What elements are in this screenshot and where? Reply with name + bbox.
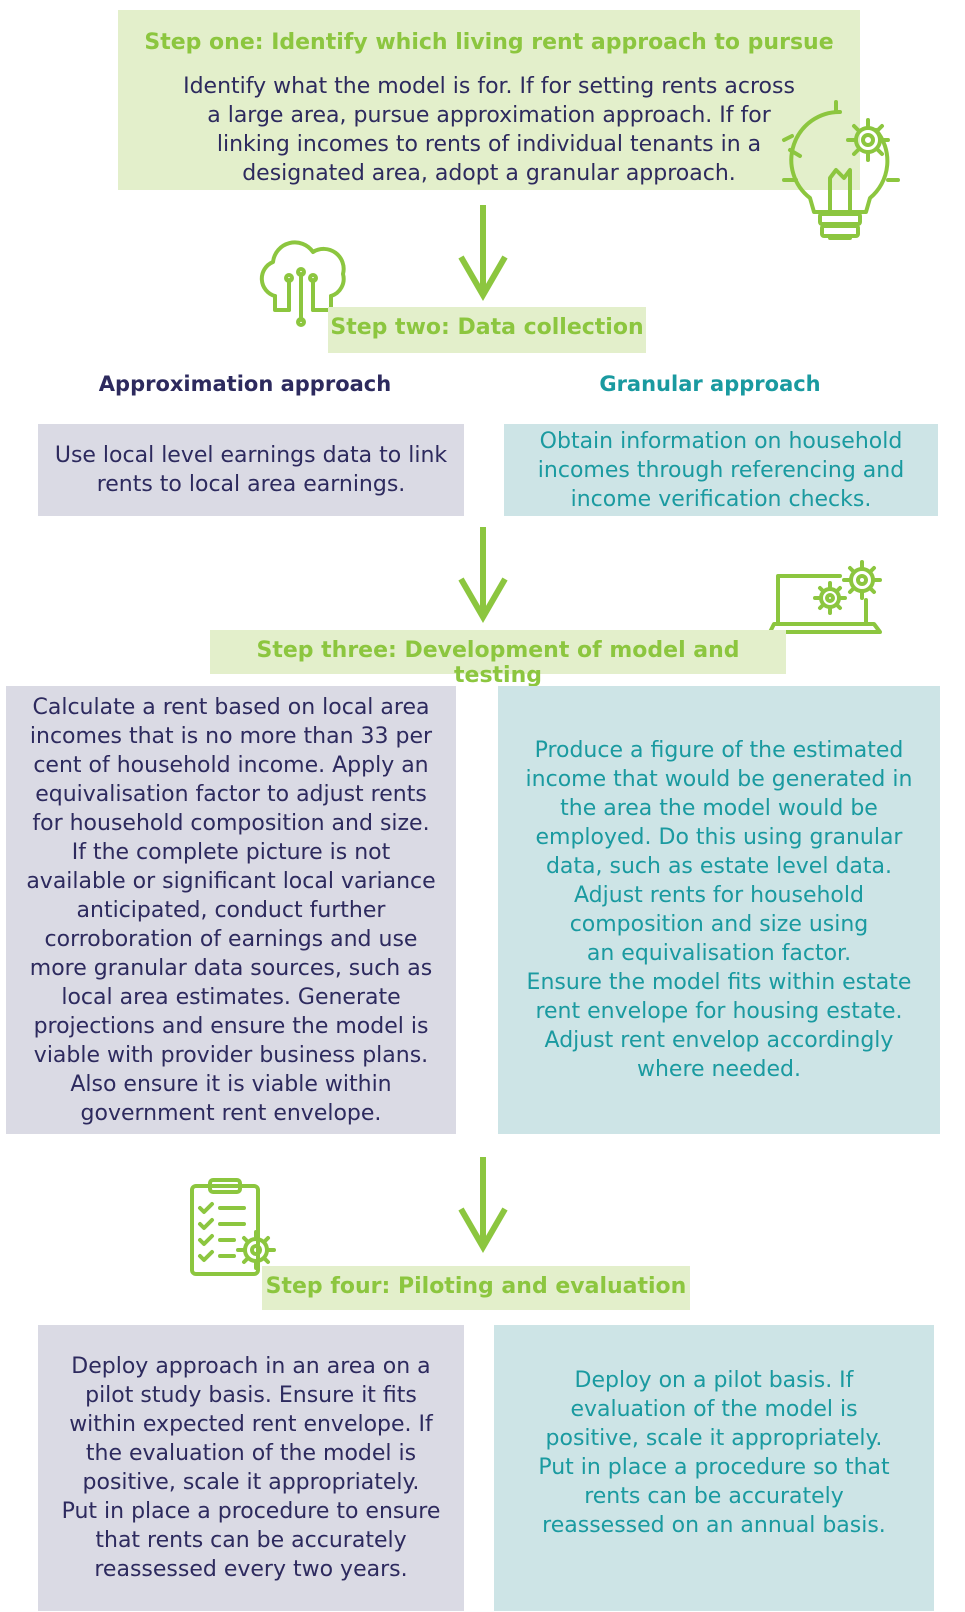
step-three-title: Step three: Development of model and tes… — [256, 638, 740, 688]
step-four-banner — [262, 1266, 690, 1310]
lightbulb-gear-icon — [782, 100, 900, 240]
granular-heading: Granular approach — [599, 372, 821, 396]
arrow-down-2 — [458, 527, 508, 623]
step-two-banner — [328, 307, 646, 353]
step-two-granular-box: Obtain information on household incomes … — [504, 424, 938, 516]
step-two-approx-box: Use local level earnings data to link re… — [38, 424, 464, 516]
arrow-down-1 — [458, 205, 508, 301]
step-one-title: Step one: Identify which living rent app… — [144, 30, 834, 55]
step-three-approx-box: Calculate a rent based on local area inc… — [6, 686, 456, 1134]
step-one-box — [118, 10, 860, 190]
step-three-banner — [210, 630, 786, 674]
step-four-approx-text: Deploy approach in an area on a pilot st… — [61, 1354, 441, 1582]
step-three-approx-text: Calculate a rent based on local area inc… — [26, 694, 436, 1126]
step-four-approx-box: Deploy approach in an area on a pilot st… — [38, 1325, 464, 1611]
step-one-text: Identify what the model is for. If for s… — [183, 74, 795, 186]
step-four-granular-text: Deploy on a pilot basis. If evaluation o… — [538, 1368, 890, 1538]
step-two-title: Step two: Data collection — [330, 315, 644, 340]
laptop-gears-icon — [768, 560, 882, 634]
approximation-heading: Approximation approach — [98, 372, 392, 396]
step-two-granular-text: Obtain information on household incomes … — [537, 428, 905, 512]
step-two-approx-text: Use local level earnings data to link re… — [54, 443, 448, 497]
step-three-granular-box: Produce a figure of the estimated income… — [498, 686, 940, 1134]
step-four-granular-box: Deploy on a pilot basis. If evaluation o… — [494, 1325, 934, 1611]
step-three-granular-text: Produce a figure of the estimated income… — [525, 738, 913, 1082]
clipboard-checklist-icon — [190, 1178, 276, 1276]
arrow-down-3 — [458, 1157, 508, 1253]
step-four-title: Step four: Piloting and evaluation — [265, 1274, 687, 1299]
